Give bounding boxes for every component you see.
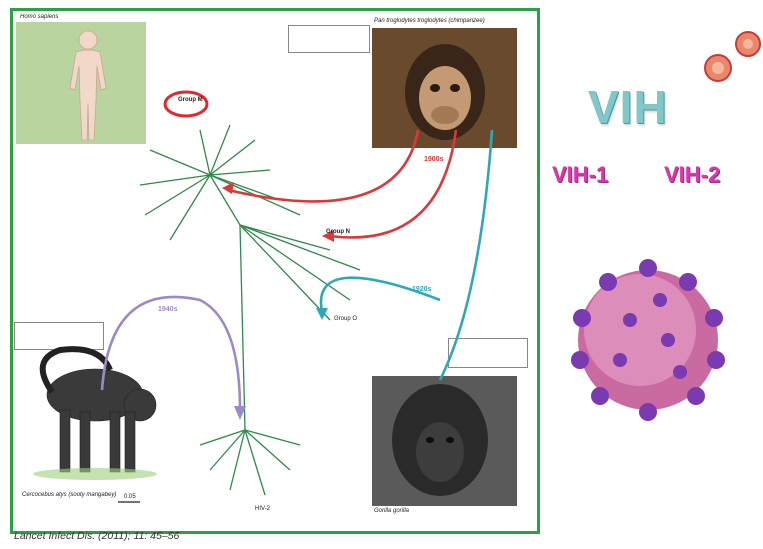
red-date-label: 1900s [424,156,443,163]
red-arrows [228,130,456,237]
gorilla-face [392,384,488,496]
red-arrowhead-1 [222,182,234,194]
human-silhouette [70,31,106,140]
group-m-label: Group M [178,97,203,103]
vih1-label: VIH-1 [552,162,608,188]
virus-small-icon-2 [736,32,760,56]
citation: Lancet Infect Dis. (2011); 11: 45–56 [14,530,179,542]
hiv-virus-illustration [571,259,725,421]
teal-date-label: 1920s [412,286,431,293]
virus-small-icon-1 [705,55,731,81]
group-n-label: Group N [326,229,350,235]
purple-date-label: 1940s [158,306,177,313]
group-m-highlight [165,92,207,116]
teal-arrow-2 [321,278,440,312]
mangabey-drawing [43,349,156,472]
hiv2-label: HIV-2 [255,506,270,512]
chimp-face [405,44,485,140]
scale-label: 0.05 [124,494,136,500]
vih-title: VIH [588,80,668,134]
teal-arrowhead [316,308,328,320]
vih2-label: VIH-2 [664,162,720,188]
group-o-label: Group O [334,316,357,322]
